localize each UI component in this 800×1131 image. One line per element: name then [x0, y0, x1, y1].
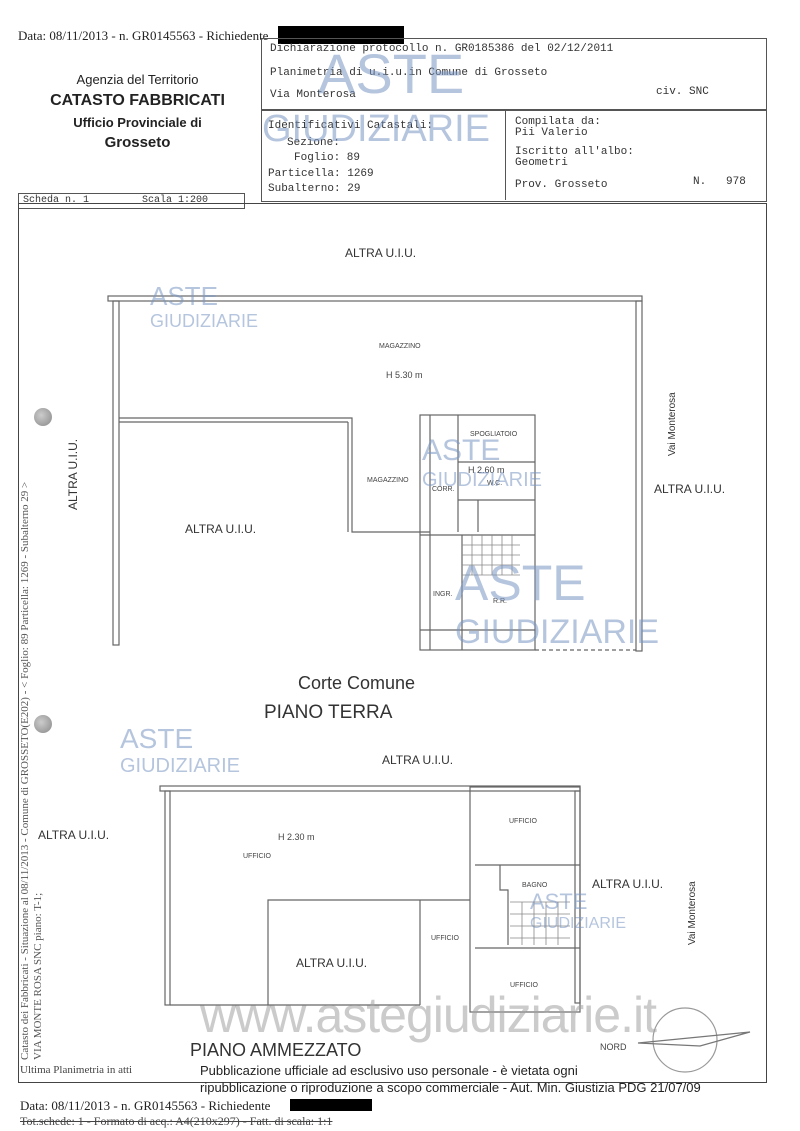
label-altra-uiu: ALTRA U.I.U. [66, 438, 80, 510]
height-label: H 2.60 m [468, 465, 505, 475]
particella: Particella: 1269 [268, 168, 374, 180]
identifiers-box [261, 109, 767, 202]
agency-office: Ufficio Provinciale di [73, 115, 202, 130]
address: Via Monterosa [270, 89, 356, 101]
room-magazzino: MAGAZZINO [367, 477, 409, 484]
albo-value: Geometri [515, 157, 568, 169]
subalterno: Subalterno: 29 [268, 183, 361, 195]
label-altra-uiu: ALTRA U.I.U. [592, 877, 664, 891]
sezione: Sezione: [287, 137, 340, 149]
watermark-text: ASTE [150, 281, 218, 311]
albo-number: N. 978 [693, 176, 746, 188]
room-ufficio: UFFICIO [431, 935, 459, 942]
watermark-text: ASTE [422, 434, 501, 467]
label-altra-uiu: ALTRA U.I.U. [296, 956, 368, 970]
civic-number: civ. SNC [656, 86, 709, 98]
watermark-text: GIUDIZIARIE [120, 754, 241, 777]
label-altra-uiu: ALTRA U.I.U. [654, 482, 726, 496]
room-magazzino: MAGAZZINO [379, 343, 421, 350]
watermark-text: ASTE [530, 889, 588, 914]
publication-notice-line2: ripubblicazione o riproduzione a scopo c… [200, 1080, 701, 1095]
request-info: Data: 08/11/2013 - n. GR0145563 - Richie… [18, 28, 269, 43]
declaration-number: Dichiarazione protocollo n. GR0185386 de… [270, 43, 614, 55]
footer-request-info: Data: 08/11/2013 - n. GR0145563 - Richie… [20, 1098, 271, 1113]
north-label: NORD [600, 1042, 627, 1052]
room-corr: CORR. [432, 486, 455, 493]
room-wc: W.C. [487, 480, 503, 487]
province: Prov. Grosseto [515, 179, 608, 191]
watermark-text: GIUDIZIARIE [262, 107, 491, 150]
scale: Scala 1:200 [142, 195, 209, 206]
agency-name: Agenzia del Territorio [76, 72, 199, 87]
floor-title-piano-ammezzato: PIANO AMMEZZATO [190, 1040, 362, 1060]
declaration-box [261, 38, 767, 111]
watermark-text: ASTE [120, 723, 194, 754]
footer-format-info: Tot.schede: 1 - Formato di acq.: A4(210x… [20, 1114, 333, 1128]
corte-comune: Corte Comune [298, 673, 416, 693]
height-label: H 5.30 m [386, 370, 423, 380]
last-plan-note: Ultima Planimetria in atti [20, 1064, 133, 1076]
watermark-text: GIUDIZIARIE [530, 914, 627, 932]
label-altra-uiu: ALTRA U.I.U. [185, 522, 257, 536]
drawing-frame [18, 203, 767, 1083]
punch-hole [34, 408, 52, 426]
room-spogliatoio: SPOGLIATOIO [470, 431, 518, 438]
punch-hole [34, 715, 52, 733]
floor-title-piano-terra: PIANO TERRA [264, 702, 393, 723]
room-ufficio: UFFICIO [509, 818, 537, 825]
iscritto-label: Iscritto all'albo: [515, 146, 634, 158]
street-label: Vai Monterosa [687, 881, 698, 945]
watermark-site: www.astegiudiziarie.it [200, 987, 657, 1043]
compilata-label: Compilata da: [515, 116, 601, 128]
watermark-text: GIUDIZIARIE [455, 612, 660, 651]
room-ufficio: UFFICIO [510, 982, 538, 989]
street-label: Vai Monterosa [667, 392, 678, 456]
label-altra-uiu: ALTRA U.I.U. [38, 828, 110, 842]
divider [505, 110, 506, 200]
room-ingr: INGR. [433, 591, 453, 598]
redaction-bar [290, 1099, 372, 1111]
watermark-text: ASTE [455, 555, 586, 611]
room-bagno: BAGNO [522, 882, 548, 889]
room-rr: R.R. [493, 598, 507, 605]
height-label: H 2.30 m [278, 832, 315, 842]
room-ufficio: UFFICIO [243, 853, 271, 860]
agency-city: Grosseto [104, 134, 171, 151]
agency-title: CATASTO FABBRICATI [50, 92, 225, 109]
redaction-bar [278, 26, 404, 44]
watermark-text: GIUDIZIARIE [422, 468, 543, 491]
compiler-name: Pii Valerio [515, 127, 588, 139]
watermark-text: ASTE [318, 42, 465, 105]
planimetria-comune: Planimetria di u.i.u.in Comune di Grosse… [270, 67, 548, 79]
label-altra-uiu: ALTRA U.I.U. [345, 246, 417, 260]
scheda-box [18, 193, 245, 209]
foglio: Foglio: 89 [294, 152, 361, 164]
publication-notice-line1: Pubblicazione ufficiale ad esclusivo uso… [200, 1063, 578, 1078]
identifiers-label: Identificativi Catastali: [268, 120, 434, 132]
watermark-text: GIUDIZIARIE [150, 311, 259, 332]
label-altra-uiu: ALTRA U.I.U. [382, 753, 454, 767]
scheda-number: Scheda n. 1 [23, 195, 90, 206]
